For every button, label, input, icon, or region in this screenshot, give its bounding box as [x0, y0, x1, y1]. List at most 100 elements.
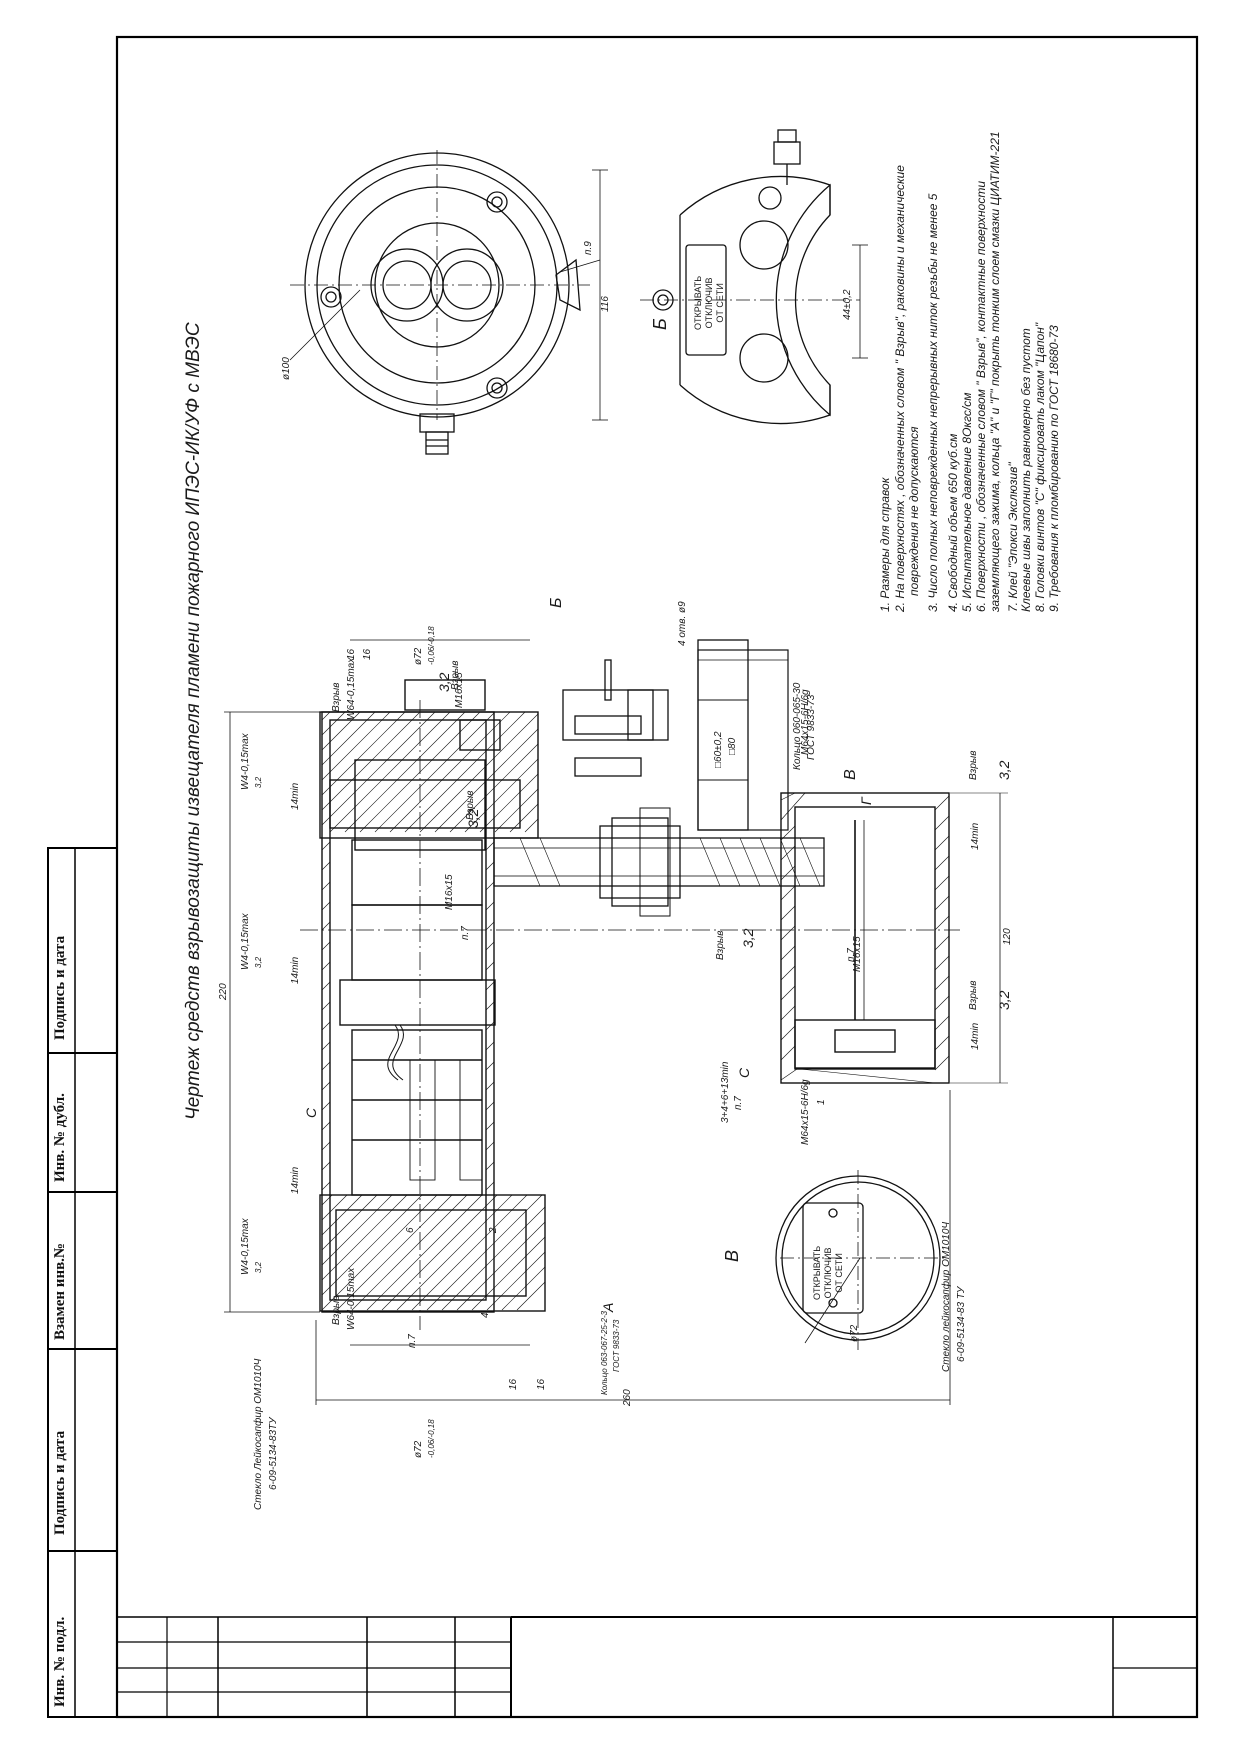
- label-g: Г: [858, 797, 874, 805]
- warning-plate-v: ОТКРЫВАТЬ ОТКЛЮЧИВ ОТ СЕТИ: [812, 1246, 845, 1300]
- dim-w4-2: W4-0,15max: [240, 913, 251, 970]
- dim-d72-view-v: ø72: [849, 1324, 860, 1342]
- callout-ring-2: Кольцо 060-065-30: [792, 682, 803, 770]
- note-2: 2. На поверхностях , обозначенных словом…: [893, 165, 907, 612]
- title-block: [117, 1616, 1197, 1717]
- plate-line-1: ОТКРЫВАТЬ: [693, 275, 703, 330]
- dim-14min-5: 14min: [970, 1022, 981, 1050]
- dim-fit-right: -0,06/-0,18: [427, 626, 436, 665]
- t16-top-2: 16: [362, 648, 373, 660]
- t16-top: 16: [346, 648, 357, 660]
- dim-1: 1: [816, 1099, 827, 1105]
- plate-v-line-3: ОТ СЕТИ: [834, 1253, 844, 1293]
- note-4: 4. Свободный объем 650 куб.см: [946, 433, 960, 612]
- stamp-cell-dup-inv: Инв. № дубл.: [52, 1093, 68, 1182]
- view-b-circle: [289, 150, 608, 455]
- view-label-v: В: [722, 1249, 742, 1262]
- second-unit: [780, 792, 1008, 1084]
- arrow-label-v: В: [842, 769, 859, 780]
- dim-260: 260: [622, 1389, 633, 1406]
- note-7b: Клеевые швы заполнить равномерно без пус…: [1019, 328, 1033, 612]
- vzryv-unit-top: Взрыв: [968, 750, 979, 780]
- dim-d72-left: ø72: [413, 1440, 424, 1458]
- plate-line-3: ОТ СЕТИ: [715, 283, 725, 323]
- dim-44: 44±0,2: [842, 289, 853, 320]
- dim-d100: ø100: [281, 357, 292, 380]
- t16-bottom-2: 16: [536, 1378, 547, 1390]
- stamp-cell-replace-inv: Взамен инв.№: [52, 1242, 68, 1340]
- flange: [697, 649, 789, 831]
- dim-p9: п.9: [583, 241, 594, 255]
- warning-plate-b: ОТКРЫВАТЬ ОТКЛЮЧИВ ОТ СЕТИ: [693, 276, 726, 330]
- note-6: 6. Поверхности , обозначенные словом " В…: [974, 181, 988, 612]
- dim-116: 116: [600, 296, 611, 312]
- dim-4: 4: [480, 1312, 491, 1318]
- roughness-small-1: 3,2: [254, 776, 263, 788]
- dim-14min-1: 14min: [290, 782, 301, 810]
- dim-2: 2: [488, 1227, 499, 1233]
- dim-14min-4: 14min: [970, 822, 981, 850]
- plate-v-line-2: ОТКЛЮЧИВ: [823, 1247, 833, 1299]
- arrow-label-b: Б: [548, 597, 565, 608]
- dim-w64-bottom: W64-0,15max: [346, 1267, 357, 1330]
- callout-ring-2b: ГОСТ 9833-73: [806, 694, 817, 760]
- dim-sq60: □60±0,2: [713, 731, 724, 768]
- dim-260: [224, 639, 951, 1405]
- note-5: 5. Испытательное давление 8Oкгс/см: [960, 392, 974, 612]
- note-3: 3. Число полных неповрежденных непрерывн…: [926, 193, 940, 612]
- roughness-3: 3,2: [740, 928, 756, 948]
- dim-holes: 4 отв. ø9: [677, 601, 688, 646]
- drawing-title: Чертеж средств взрывозащиты извещателя п…: [183, 322, 204, 1120]
- label-c-2: С: [736, 1067, 752, 1078]
- p7-3: п.7: [733, 1096, 744, 1110]
- dim-thread: 3+4+6+13min: [720, 1061, 731, 1123]
- note-9: 9. Требования к пломбированию по ГОСТ 18…: [1047, 325, 1061, 612]
- note-1: 1. Размеры для справок: [878, 477, 892, 612]
- note-6b: заземляющего зажима, кольца "А" и "Г" по…: [988, 131, 1002, 612]
- note-8: 8. Головки винтов "С" фиксировать лаком …: [1033, 322, 1047, 612]
- main-housing: [300, 679, 960, 1330]
- callout-glass-1: Стекло Лейкосапфир ОМ1010Ч: [253, 1358, 264, 1510]
- side-stamp-frame: [47, 847, 118, 1718]
- label-c-1: С: [303, 1107, 319, 1118]
- dim-6: 6: [405, 1227, 416, 1233]
- stamp-cell-signature-2: Подпись и дата: [52, 1430, 68, 1535]
- dim-120: 120: [1002, 928, 1013, 945]
- callout-glass-1b: 6-09-5134-83ТУ: [268, 1417, 279, 1490]
- stamp-cell-orig-inv: Инв. № подл.: [52, 1616, 68, 1707]
- note-2b: повреждения не допускаются: [907, 426, 921, 597]
- p7-2: п.7: [460, 926, 471, 940]
- callout-ring-1: Кольцо 063-067-25-2-3: [600, 1310, 609, 1395]
- dim-w4-3: W4-0,15max: [240, 1218, 251, 1275]
- plate-v-line-1: ОТКРЫВАТЬ: [812, 1245, 822, 1300]
- p7-1: п.7: [407, 1334, 418, 1348]
- t16-bottom: 16: [508, 1378, 519, 1390]
- coupling-shaft: [493, 807, 825, 917]
- view-v-circle: [775, 1170, 945, 1350]
- stamp-cell-signature-1: Подпись и дата: [52, 935, 68, 1040]
- vzryv-mid: Взрыв: [465, 790, 476, 820]
- dim-d72-right: ø72: [413, 647, 424, 665]
- dim-w64-top: W64-0,15max: [346, 657, 357, 720]
- dim-m64-bottom: M64x15-6H/6g: [800, 1079, 811, 1145]
- view-label-b: Б: [650, 318, 670, 330]
- note-7: 7. Клей "Эпокси Экслюзив": [1006, 462, 1020, 612]
- callout-glass-2: Стекло лейкосапфир ОМ1010Ч: [941, 1221, 952, 1372]
- view-b-half: [640, 129, 868, 425]
- roughness-small-3: 3,2: [254, 1261, 263, 1273]
- callout-glass-2b: 6-09-5134-83 ТУ: [956, 1286, 967, 1362]
- vzryv-top: Взрыв: [331, 682, 342, 712]
- p7-4: п.7: [846, 948, 857, 962]
- roughness-4: 3,2: [996, 760, 1012, 780]
- vzryv-unit: Взрыв: [715, 930, 726, 960]
- dim-m16-mid: M16x15: [444, 874, 455, 910]
- callout-ring-1b: ГОСТ 9833-73: [612, 1319, 621, 1372]
- dim-w4-1: W4-0,15max: [240, 733, 251, 790]
- inner-frame: [115, 35, 1199, 1719]
- plate-line-2: ОТКЛЮЧИВ: [704, 277, 714, 329]
- dim-sq80: □80: [727, 737, 738, 755]
- vzryv-unit-bottom: Взрыв: [968, 980, 979, 1010]
- vzryv-bottom: Взрыв: [331, 1295, 342, 1325]
